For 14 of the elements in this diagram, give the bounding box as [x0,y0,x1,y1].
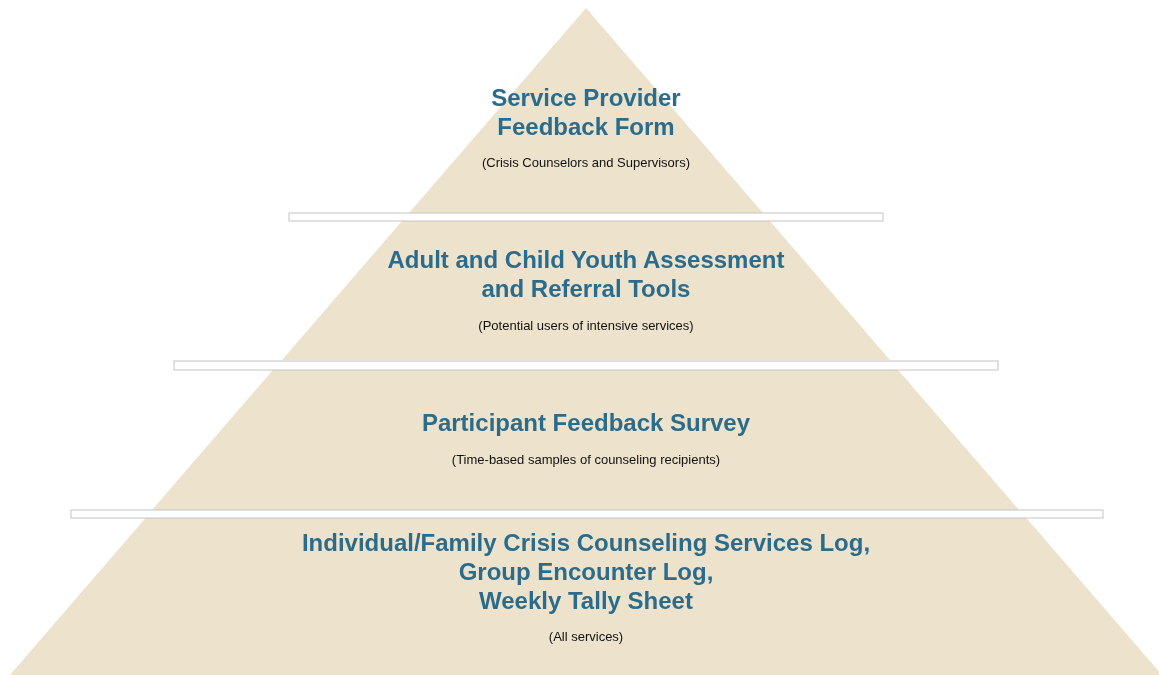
pyramid-tier [282,221,890,360]
tier-title: Weekly Tally Sheet [479,586,693,615]
pyramid-tier [408,8,763,213]
tier-title: Group Encounter Log, [458,557,714,586]
tier-title: Service Provider Feedback Form [490,83,682,141]
tier-note: (Crisis Counselors and Supervisors) [481,155,690,171]
tier-title: Adult and Child Youth Assessment and Referral Tools [386,245,786,303]
tier-note: (Time-based samples of counseling recipients) [451,452,721,468]
tier-note: (Potential users of intensive services) [478,318,694,334]
tier-title: Participant Feedback Survey [421,408,751,437]
tier-title: Individual/Family Crisis Counseling Services Log, [301,528,871,557]
pyramid-tier [152,370,1020,510]
pyramid-tier [10,518,1159,675]
tier-note: (All services) [548,629,624,645]
